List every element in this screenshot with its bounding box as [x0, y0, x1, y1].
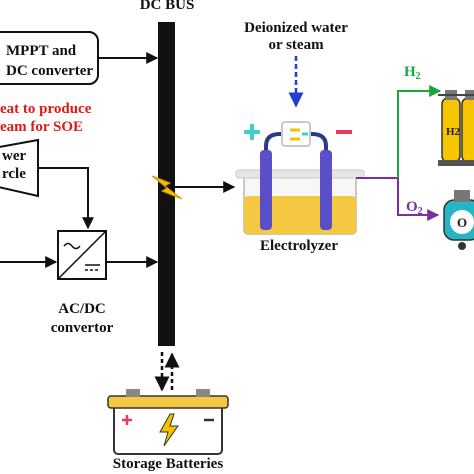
water-label-line1: Deionized water — [244, 20, 348, 36]
plus-icon — [244, 124, 260, 140]
h2-label: H2 — [404, 64, 421, 82]
dc-bus-title: DC BUS — [139, 0, 195, 13]
h2-tanks-icon — [438, 90, 474, 166]
power-cycle-label-line2: rcle — [2, 166, 26, 182]
storage-batteries-label: Storage Batteries — [112, 456, 224, 472]
mppt-converter-box — [0, 31, 99, 85]
o2-tank-icon — [443, 190, 474, 250]
power-cycle-label-line1: wer — [2, 148, 27, 164]
electrolyzer-icon — [235, 121, 365, 235]
acdc-label-line1: AC/DC — [58, 301, 106, 317]
acdc-label-line2: convertor — [50, 320, 114, 336]
acdc-converter-diagonal — [57, 230, 107, 280]
electrolyzer-label: Electrolyzer — [259, 238, 338, 254]
lightning-icon — [151, 175, 183, 200]
mppt-label-line2: DC converter — [6, 63, 94, 79]
h2-tank-label: H2 — [446, 126, 461, 138]
o2-tank-label: O — [457, 215, 468, 230]
water-label-line2: or steam — [268, 37, 324, 53]
heat-label-line2: eam for SOE — [0, 119, 84, 135]
battery-icon — [107, 389, 229, 455]
heat-label-line1: eat to produce — [0, 101, 92, 117]
power-cycle-to-converter-line — [38, 167, 94, 230]
power-cycle-turbine — [0, 138, 39, 198]
mppt-label-line1: MPPT and — [6, 43, 77, 59]
ac-symbol — [63, 242, 81, 250]
o2-flow-line — [397, 178, 440, 221]
o2-label: O2 — [406, 199, 423, 217]
h2-flow-line — [397, 85, 442, 178]
